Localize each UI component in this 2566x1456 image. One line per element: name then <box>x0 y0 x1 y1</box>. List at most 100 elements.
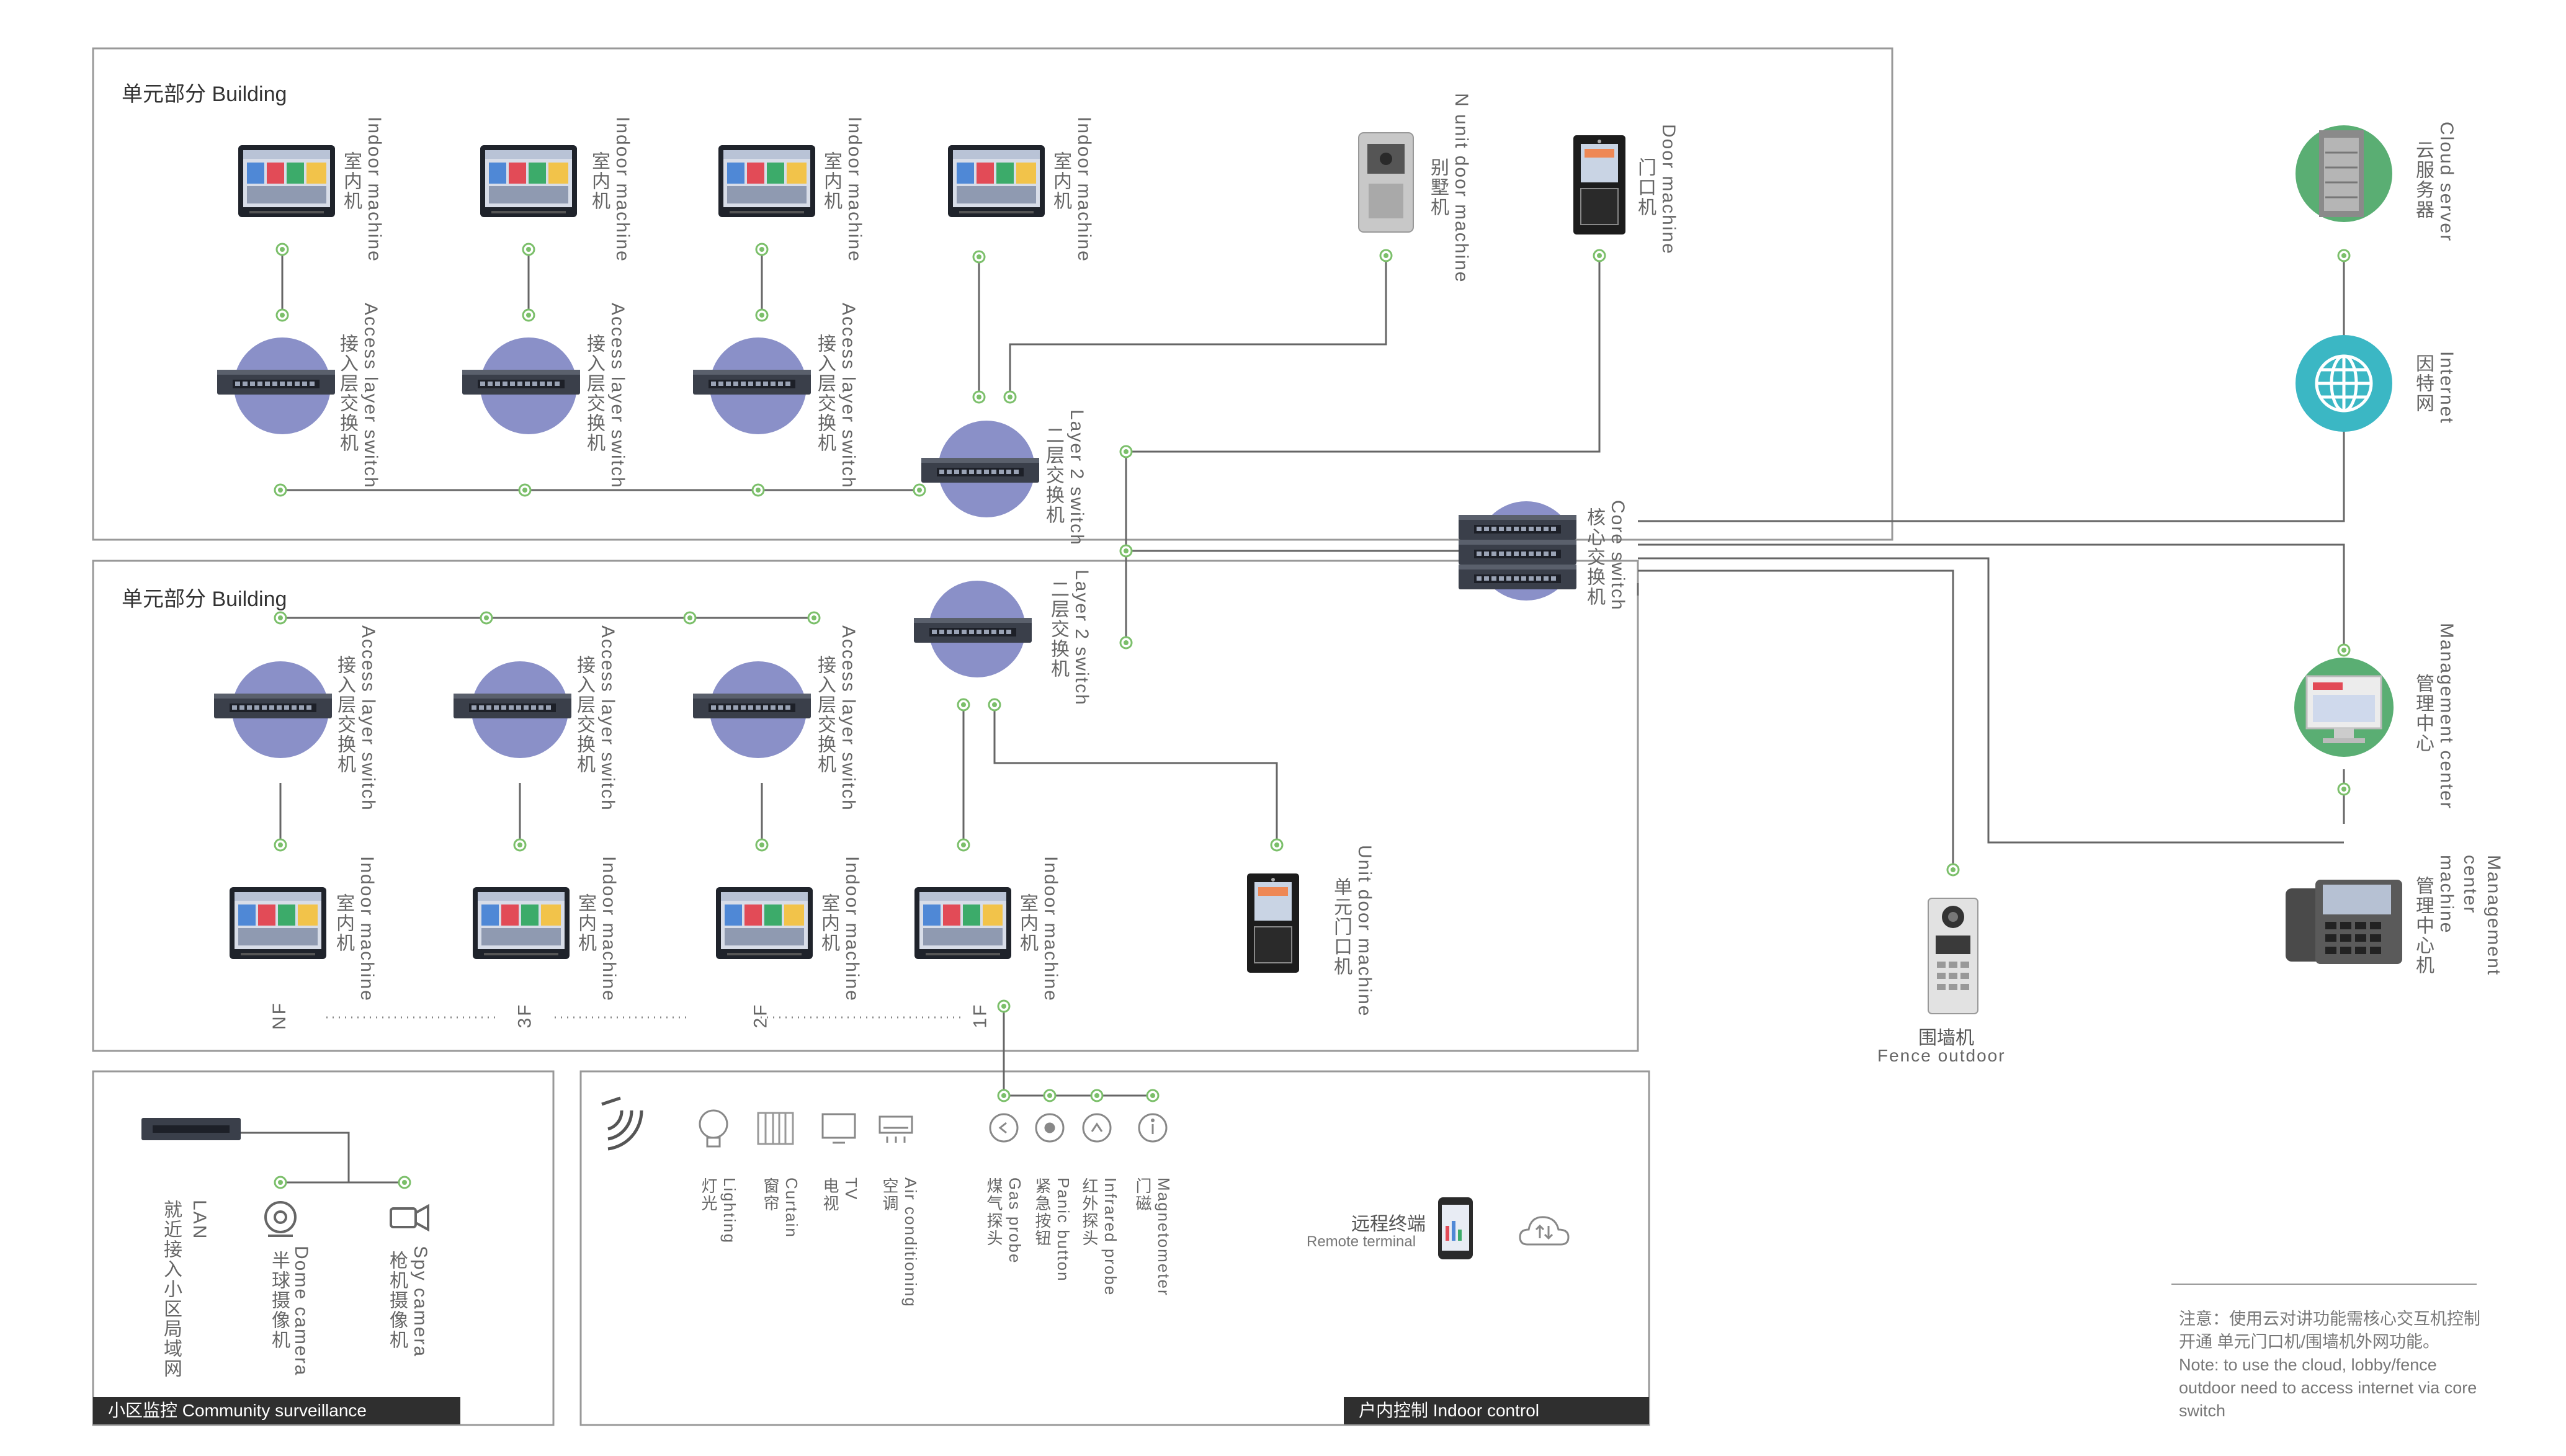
access-switch-label-en: Access layer switch <box>838 303 859 489</box>
floor-label: 2F <box>750 1003 771 1029</box>
indoor-machine-icon <box>230 887 326 959</box>
bulb-icon <box>699 1109 728 1148</box>
access-switch-icon <box>217 337 335 434</box>
door-machine-label: 门口机 <box>1635 158 1655 217</box>
indoor-control-frame <box>579 1070 1650 1426</box>
magnetometer-icon <box>1138 1113 1168 1143</box>
spy-camera-label: 枪机摄像机 <box>387 1251 407 1350</box>
access-switch-icon <box>454 661 571 758</box>
management-center-icon <box>2294 658 2394 757</box>
layer2-switch-icon <box>921 421 1039 517</box>
management-center-machine-icon <box>2286 880 2402 964</box>
gas-probe-icon <box>989 1113 1019 1143</box>
fence-label: 围墙机 <box>1918 1028 1974 1048</box>
indoor-machine-label-en: Indoor machine <box>364 117 385 262</box>
lan-label-en: LAN <box>189 1200 210 1240</box>
indoor-machine-label-en: Indoor machine <box>599 856 619 1002</box>
access-switch-label: 接入层交换机 <box>584 334 604 453</box>
device-label: 窗帘 <box>761 1177 780 1212</box>
device-label-en: Panic button <box>1054 1177 1073 1282</box>
lan-switch-icon <box>141 1118 241 1140</box>
core-switch-label-en: Core switch <box>1607 500 1628 611</box>
indoor-machine-label: 室内机 <box>821 151 841 211</box>
access-switch-label: 接入层交换机 <box>574 655 594 774</box>
building-top-frame <box>92 47 1893 541</box>
indoor-machine-label-en: Indoor machine <box>357 856 377 1002</box>
access-switch-icon <box>693 661 811 758</box>
device-label-en: Air conditioning <box>901 1177 920 1308</box>
access-switch-label: 接入层交换机 <box>337 334 357 453</box>
panic-button-icon <box>1035 1113 1065 1143</box>
cloud-icon <box>1519 1216 1570 1246</box>
indoor-machine-icon <box>480 145 577 217</box>
indoor-machine-label: 室内机 <box>589 151 609 211</box>
device-label-en: Infrared probe <box>1101 1177 1120 1297</box>
villa-machine-label-en: N unit door machine <box>1451 93 1472 284</box>
management-center-machine-label-en: Management center machine <box>2436 855 2504 976</box>
layer2-switch-label: 二层交换机 <box>1048 579 1068 679</box>
device-label: 红外探头 <box>1080 1177 1099 1247</box>
core-switch-label: 核心交换机 <box>1584 507 1604 607</box>
access-switch-icon <box>462 337 580 434</box>
indoor-machine-label-en: Indoor machine <box>612 117 633 262</box>
indoor-machine-label-en: Indoor machine <box>842 856 862 1002</box>
villa-door-machine-icon <box>1358 132 1414 233</box>
device-label-en: Gas probe <box>1006 1177 1024 1264</box>
villa-machine-label: 别墅机 <box>1428 158 1448 217</box>
layer2-switch-label-en: Layer 2 switch <box>1066 409 1087 546</box>
access-switch-icon <box>214 661 332 758</box>
access-switch-label-en: Access layer switch <box>360 303 381 489</box>
indoor-machine-icon <box>473 887 570 959</box>
remote-terminal-label-en: Remote terminal <box>1307 1233 1416 1250</box>
device-label: 煤气探头 <box>985 1177 1003 1247</box>
device-label-en: Curtain <box>782 1177 801 1238</box>
internet-icon <box>2296 335 2392 432</box>
cloud-server-label-en: Cloud server <box>2436 122 2457 243</box>
floor-label: NF <box>269 1001 290 1030</box>
indoor-machine-icon <box>718 145 815 217</box>
indoor-machine-label: 室内机 <box>1017 893 1037 953</box>
infrared-probe-icon <box>1082 1113 1112 1143</box>
device-label: 电视 <box>821 1177 839 1212</box>
access-switch-label-en: Access layer switch <box>597 625 618 811</box>
access-switch-label-en: Access layer switch <box>838 625 859 811</box>
access-switch-label: 接入层交换机 <box>815 655 835 774</box>
indoor-machine-label-en: Indoor machine <box>1040 856 1061 1002</box>
management-center-machine-label: 管理中心机 <box>2413 876 2433 975</box>
indoor-machine-label: 室内机 <box>333 893 354 953</box>
note-en: Note: to use the cloud, lobby/fence outd… <box>2179 1356 2477 1420</box>
cloud-server-icon <box>2296 125 2392 222</box>
indoor-machine-icon <box>914 887 1011 959</box>
indoor-machine-label: 室内机 <box>818 893 839 953</box>
layer2-switch-label-en: Layer 2 switch <box>1071 569 1092 706</box>
management-center-label: 管理中心 <box>2413 674 2433 753</box>
building-bottom-frame <box>92 560 1639 1052</box>
indoor-machine-label-en: Indoor machine <box>1074 117 1094 262</box>
device-label-en: Magnetometer <box>1155 1177 1173 1297</box>
access-switch-label: 接入层交换机 <box>334 655 355 774</box>
remote-terminal-label: 远程终端 <box>1351 1214 1426 1235</box>
access-switch-label: 接入层交换机 <box>815 334 835 453</box>
unit-door-machine-icon <box>1246 873 1300 973</box>
indoor-machine-label: 室内机 <box>575 893 596 953</box>
fence-outdoor-icon <box>1928 898 1978 1014</box>
floor-label: 1F <box>970 1003 991 1029</box>
device-label: 紧急按钮 <box>1033 1177 1052 1247</box>
access-switch-label-en: Access layer switch <box>358 625 378 811</box>
management-center-label-en: Management center <box>2436 623 2457 810</box>
device-label: 空调 <box>880 1177 899 1212</box>
building-bottom-title: 单元部分 Building <box>122 587 287 611</box>
indoor-machine-icon <box>716 887 813 959</box>
tv-icon <box>821 1113 856 1144</box>
indoor-machine-label: 室内机 <box>341 151 361 211</box>
access-switch-label-en: Access layer switch <box>607 303 628 489</box>
access-switch-icon <box>693 337 811 434</box>
note-block: 注意：使用云对讲功能需核心交互机控制开通 单元门口机/围墙机外网功能。 Note… <box>2179 1308 2489 1423</box>
indoor-control-footer: 户内控制 Indoor control <box>1344 1397 1649 1424</box>
device-label-en: Lighting <box>720 1177 739 1244</box>
indoor-machine-icon <box>238 145 335 217</box>
floor-label: 3F <box>514 1003 535 1029</box>
device-label: 灯光 <box>699 1177 718 1212</box>
internet-label: 因特网 <box>2413 354 2433 413</box>
